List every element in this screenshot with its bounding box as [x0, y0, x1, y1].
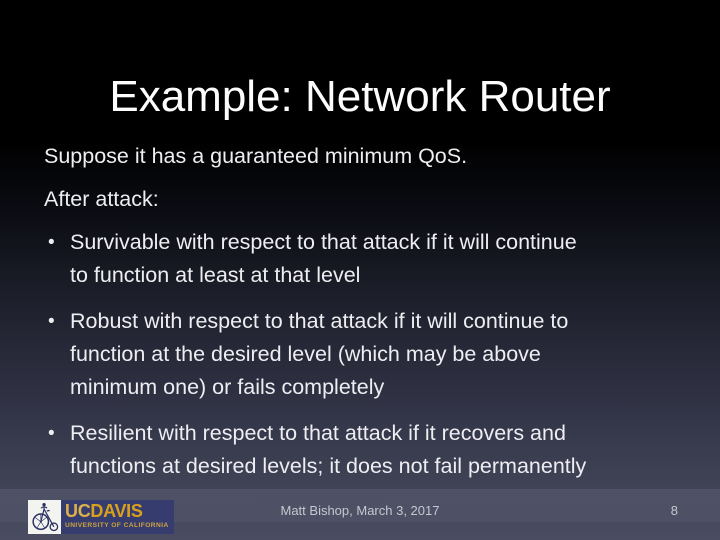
- logo-davis-text: DAVIS: [90, 501, 143, 521]
- bullet-item-robust: • Robust with respect to that attack if …: [44, 305, 694, 404]
- intro-line: Suppose it has a guaranteed minimum QoS.: [44, 144, 468, 168]
- slide-body: Suppose it has a guaranteed minimum QoS.…: [44, 140, 694, 496]
- footer-credit: Matt Bishop, March 3, 2017: [280, 503, 440, 518]
- logo-wordmark: UCDAVIS: [65, 501, 169, 521]
- bullet-line: minimum one) or fails completely: [70, 375, 385, 399]
- page-number: 8: [670, 503, 678, 518]
- slide-title: Example: Network Router: [109, 72, 611, 122]
- bullet-text: Robust with respect to that attack if it…: [70, 305, 694, 404]
- bullet-icon: •: [48, 311, 55, 332]
- bullet-line: Resilient with respect to that attack if…: [70, 421, 566, 445]
- bullet-item-resilient: • Resilient with respect to that attack …: [44, 417, 694, 483]
- logo-uc-text: UC: [65, 501, 91, 521]
- bullet-line: to function at least at that level: [70, 263, 361, 287]
- bullet-item-survivable: • Survivable with respect to that attack…: [44, 226, 694, 292]
- bullet-text: Resilient with respect to that attack if…: [70, 417, 694, 483]
- bullet-icon: •: [48, 423, 55, 444]
- bullet-icon: •: [48, 232, 55, 253]
- penny-farthing-icon: [28, 500, 61, 534]
- bullet-line: function at the desired level (which may…: [70, 342, 541, 366]
- bullet-line: Survivable with respect to that attack i…: [70, 230, 577, 254]
- logo-text: UCDAVIS UNIVERSITY OF CALIFORNIA: [61, 500, 174, 534]
- intro-line: After attack:: [44, 187, 159, 211]
- bullet-line: functions at desired levels; it does not…: [70, 454, 587, 478]
- bullet-line: Robust with respect to that attack if it…: [70, 309, 569, 333]
- ucdavis-logo: UCDAVIS UNIVERSITY OF CALIFORNIA: [28, 500, 174, 534]
- bullet-text: Survivable with respect to that attack i…: [70, 226, 694, 292]
- logo-tagline: UNIVERSITY OF CALIFORNIA: [65, 522, 169, 529]
